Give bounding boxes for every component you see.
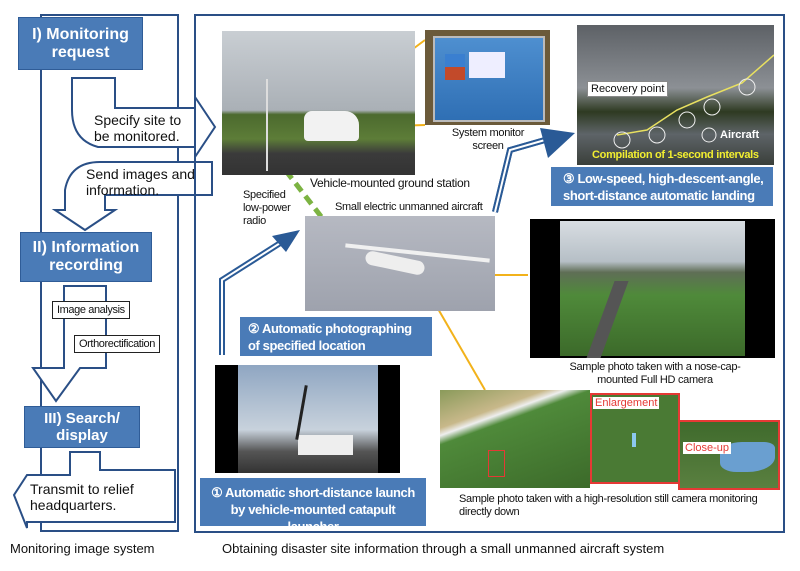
transmit-text: Transmit to relief headquarters. bbox=[30, 481, 134, 513]
landing-photo: Recovery point Aircraft Compilation of 1… bbox=[577, 25, 774, 165]
enlargement-photo: Enlargement bbox=[590, 393, 680, 484]
ground-station-photo bbox=[222, 31, 415, 175]
aerial-photo bbox=[440, 390, 590, 488]
step-search-display: III) Search/ display bbox=[24, 406, 140, 448]
orthorectification-box: Orthorectification bbox=[74, 335, 160, 353]
aircraft-photo bbox=[305, 216, 495, 311]
uas-panel bbox=[194, 14, 785, 533]
step3-landing-label: ③ Low-speed, high-descent-angle, short-d… bbox=[551, 167, 773, 206]
launch-photo bbox=[215, 365, 400, 473]
catapult bbox=[295, 385, 308, 440]
monitor-screen bbox=[433, 36, 545, 122]
enlargement-label: Enlargement bbox=[593, 397, 660, 409]
runway-view bbox=[560, 221, 745, 358]
closeup-photo: Close-up bbox=[678, 420, 780, 490]
specify-site-text: Specify site to be monitored. bbox=[94, 112, 182, 144]
antenna-mast bbox=[266, 79, 268, 171]
blue-object bbox=[632, 433, 636, 447]
enlargement-region bbox=[488, 450, 505, 477]
step1-launch-label: ① Automatic short-distance launch by veh… bbox=[200, 478, 426, 534]
car-shape bbox=[304, 111, 359, 141]
step2-photographing-label: ② Automatic photographing of specified l… bbox=[240, 317, 432, 356]
system-monitor-caption: System monitor screen bbox=[451, 127, 525, 152]
system-monitor-photo bbox=[425, 30, 550, 125]
left-panel-caption: Monitoring image system bbox=[10, 541, 155, 556]
trajectory bbox=[613, 54, 774, 149]
radio-label: Specified low-power radio bbox=[243, 189, 291, 227]
closeup-label: Close-up bbox=[683, 442, 732, 454]
runway bbox=[585, 281, 629, 358]
compilation-label: Compilation of 1-second intervals bbox=[592, 149, 759, 161]
transmit-arrow bbox=[12, 451, 176, 529]
nose-camera-photo bbox=[530, 219, 775, 358]
send-images-arrow bbox=[51, 161, 213, 232]
send-images-text: Send images and information. bbox=[86, 166, 195, 198]
image-analysis-box: Image analysis bbox=[52, 301, 130, 319]
ground-station-caption: Vehicle-mounted ground station bbox=[310, 176, 470, 190]
recovery-point-label: Recovery point bbox=[587, 81, 669, 97]
step-monitoring-request: I) Monitoring request bbox=[18, 17, 143, 70]
right-panel-caption: Obtaining disaster site information thro… bbox=[222, 541, 665, 556]
aircraft-tag: Aircraft bbox=[720, 129, 760, 141]
step-information-recording: II) Information recording bbox=[20, 232, 152, 282]
still-camera-caption: Sample photo taken with a high-resolutio… bbox=[459, 493, 758, 518]
nose-camera-caption: Sample photo taken with a nose-cap-mount… bbox=[569, 361, 741, 386]
launch-scene bbox=[238, 365, 378, 473]
truck bbox=[298, 435, 353, 455]
aircraft-caption: Small electric unmanned aircraft bbox=[335, 201, 483, 213]
